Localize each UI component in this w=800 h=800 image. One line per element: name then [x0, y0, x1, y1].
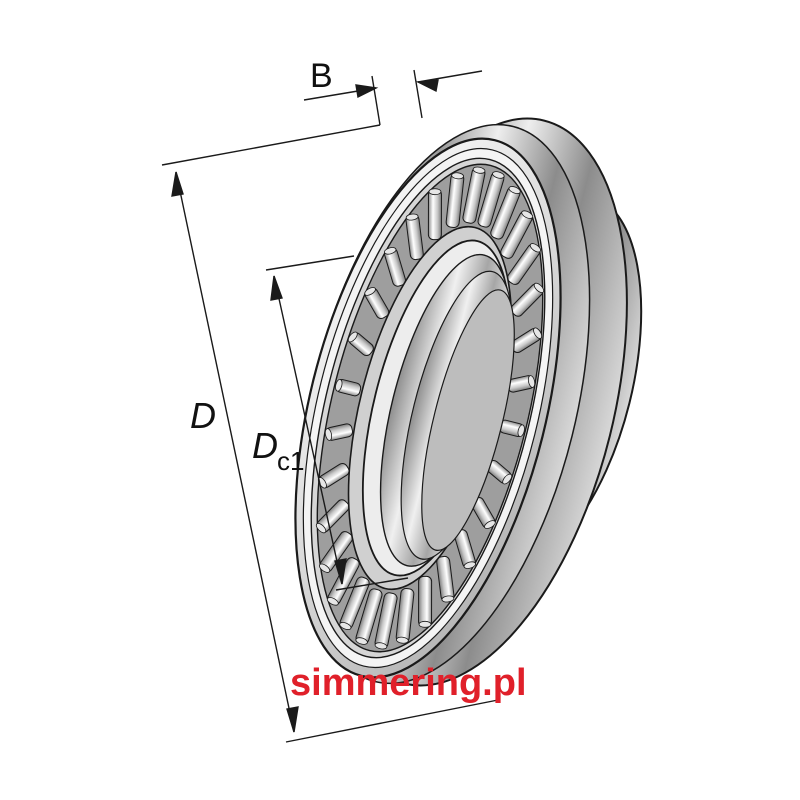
d-extension-top	[161, 124, 381, 166]
needle-roller	[317, 462, 350, 489]
needle-roller	[339, 576, 370, 630]
inner-bore	[361, 239, 515, 577]
dc1-arrowhead-bottom	[334, 558, 347, 585]
dc1-extension-top	[265, 255, 355, 271]
needle-roller	[364, 287, 390, 320]
b-extension-left	[371, 75, 381, 126]
b-extension-right	[413, 69, 423, 119]
needle-roller	[436, 555, 455, 603]
dimension-lines	[161, 69, 499, 743]
needle-roller	[374, 592, 398, 650]
needle-roller	[498, 419, 525, 438]
needle-roller	[347, 331, 374, 357]
needle-roller	[395, 588, 415, 644]
needle-roller	[477, 171, 505, 228]
label-dc1-main: D	[252, 425, 278, 466]
needle-roller	[335, 378, 362, 397]
needle-roller	[326, 557, 360, 606]
needle-roller	[506, 375, 536, 393]
label-b: B	[310, 57, 333, 95]
needle-roller	[427, 188, 442, 241]
b-arrowhead-left	[355, 84, 379, 99]
d-arrowhead-bottom	[286, 706, 299, 733]
watermark-text: simmering.pl	[290, 662, 527, 704]
needle-roller	[318, 531, 353, 573]
label-dc1-sub: c1	[277, 446, 304, 476]
needle-roller	[507, 243, 542, 285]
needle-roller	[418, 575, 433, 628]
needle-roller	[470, 496, 496, 529]
d-dimension-line	[175, 171, 295, 733]
b-arrow-right-line	[417, 70, 483, 83]
needle-roller	[315, 499, 350, 534]
needle-roller	[462, 166, 486, 224]
needle-roller	[500, 210, 534, 259]
needle-roller	[405, 213, 424, 261]
label-d: D	[190, 395, 216, 436]
needle-roller	[445, 172, 465, 228]
needle-roller	[453, 529, 477, 569]
dc1-extension-bottom	[335, 577, 409, 591]
needle-roller	[383, 247, 407, 287]
needle-roller	[324, 423, 354, 441]
b-arrowhead-right	[415, 79, 439, 93]
d-arrowhead-top	[171, 171, 184, 197]
needle-roller	[355, 588, 383, 645]
needle-roller	[490, 186, 521, 240]
dc1-arrowhead-top	[270, 275, 283, 301]
dc1-dimension-line	[273, 275, 343, 585]
d-extension-bottom	[285, 699, 499, 743]
